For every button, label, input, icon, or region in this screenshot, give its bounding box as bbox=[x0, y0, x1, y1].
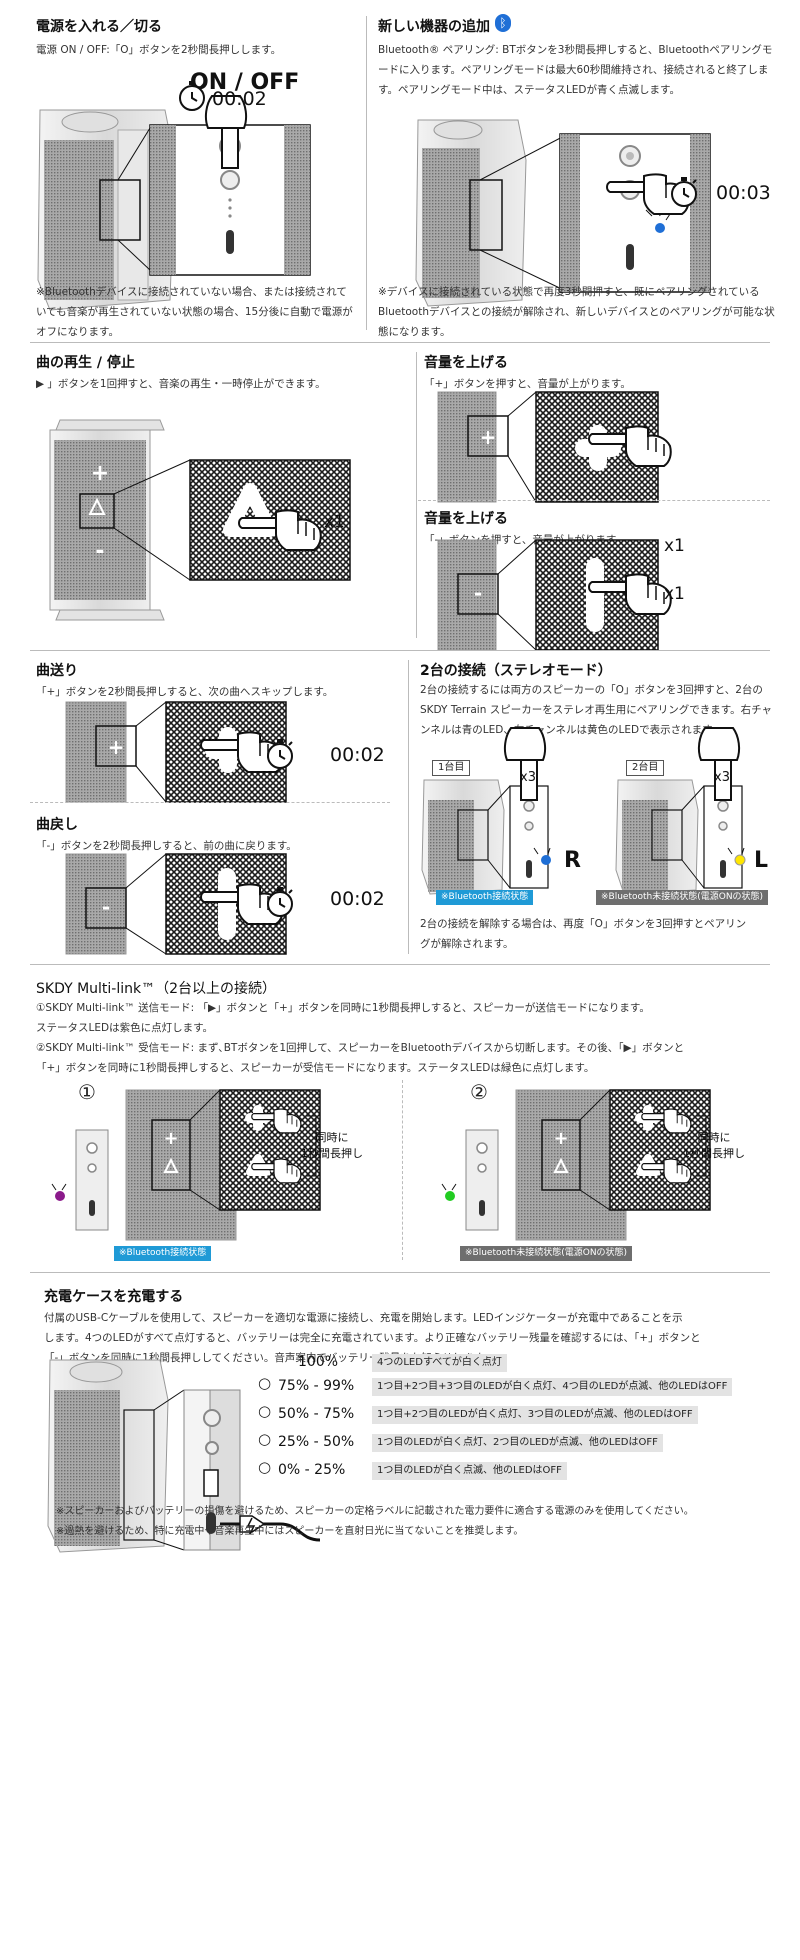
led-icon: ○ bbox=[258, 1374, 272, 1392]
power-note: ※Bluetoothデバイスに接続されていない場合、または接続されていても音楽が… bbox=[36, 286, 353, 338]
power-title: 電源を入れる／切る bbox=[36, 19, 162, 35]
next-title: 曲送り bbox=[36, 663, 78, 679]
multilink-illustration-1: + bbox=[51, 1089, 321, 1241]
battery-desc: 4つのLEDすべてが白く点灯 bbox=[372, 1354, 507, 1372]
battery-pct: 75% - 99% bbox=[278, 1378, 355, 1394]
svg-text:+: + bbox=[108, 735, 125, 759]
voldown-illustration: - bbox=[437, 539, 672, 651]
battery-desc: 1つ目+2つ目+3つ目のLEDが白く点灯、4つ目のLEDが点滅、他のLEDはOF… bbox=[372, 1378, 733, 1396]
pair-timer: 00:03 bbox=[716, 182, 771, 204]
pair-note: ※デバイスに接続されている状態で再度3秒間押すと、既にペアリングされているBlu… bbox=[378, 286, 775, 338]
play-count: x1 bbox=[324, 512, 345, 532]
multilink-press-a-1: 同時に bbox=[315, 1131, 349, 1144]
svg-text:+: + bbox=[480, 425, 497, 449]
power-onoff-label: ON / OFF bbox=[190, 70, 300, 95]
charge-desc-1: 付属のUSB-Cケーブルを使用して、スピーカーを適切な電源に接続し、充電を開始し… bbox=[44, 1312, 683, 1324]
prev-desc: 「-」ボタンを2秒間長押しすると、前の曲に戻ります。 bbox=[36, 840, 297, 852]
pair-illustration bbox=[415, 119, 711, 307]
charge-note-1: ※スピーカーおよびバッテリーの損傷を避けるため、スピーカーの定格ラベルに記載され… bbox=[56, 1506, 694, 1517]
battery-pct: 25% - 50% bbox=[278, 1434, 355, 1450]
prev-illustration: - bbox=[65, 853, 293, 955]
charge-desc-2: します。4つのLEDがすべて点灯すると、バッテリーは完全に充電されています。より… bbox=[44, 1332, 701, 1344]
prev-title: 曲戻し bbox=[36, 817, 78, 833]
svg-text:+: + bbox=[91, 461, 109, 486]
voldown-count: x1 bbox=[664, 584, 685, 604]
play-title: 曲の再生 / 停止 bbox=[36, 355, 135, 371]
next-desc: 「+」ボタンを2秒間長押しすると、次の曲へスキップします。 bbox=[36, 686, 334, 698]
battery-desc: 1つ目のLEDが白く点滅、他のLEDはOFF bbox=[372, 1462, 567, 1480]
volup-illustration: + bbox=[437, 391, 672, 503]
multilink-line2: ステータスLEDは紫色に点灯します。 bbox=[36, 1022, 214, 1034]
multilink-press-b-2: 1秒間長押し bbox=[683, 1147, 745, 1160]
volup-desc: 「+」ボタンを押すと、音量が上がります。 bbox=[424, 378, 631, 390]
stereo-x3-2: x3 bbox=[714, 770, 730, 785]
battery-pct: 100% bbox=[298, 1354, 339, 1370]
stereo-illustration-2 bbox=[615, 727, 746, 895]
play-illustration: + - bbox=[49, 419, 351, 621]
prev-timer: 00:02 bbox=[330, 888, 385, 910]
battery-desc: 1つ目のLEDが白く点灯、2つ目のLEDが点滅、他のLEDはOFF bbox=[372, 1434, 663, 1452]
led-icon: ○ bbox=[258, 1430, 272, 1448]
multilink-line3: ②SKDY Multi-link™ 受信モード: まず､BTボタンを1回押して、… bbox=[36, 1042, 685, 1054]
pair-desc: Bluetooth® ペアリング: BTボタンを3秒間長押しすると、Blueto… bbox=[378, 44, 773, 96]
stereo-title: 2台の接続（ステレオモード） bbox=[420, 663, 612, 679]
multilink-press-a-2: 同時に bbox=[697, 1131, 731, 1144]
stereo-note: 2台の接続を解除する場合は、再度「O」ボタンを3回押すとペアリングが解除されます… bbox=[420, 918, 747, 950]
multilink-tag-disconnected: ※Bluetooth未接続状態(電源ONの状態) bbox=[460, 1246, 633, 1261]
bluetooth-icon: ᛒ bbox=[495, 14, 511, 32]
multilink-line4: 「+」ボタンを同時に1秒間長押しすると、スピーカーが受信モードになります。ステー… bbox=[36, 1062, 595, 1074]
stereo-r: R bbox=[564, 848, 581, 873]
power-desc: 電源 ON / OFF:「O」ボタンを2秒間長押しします。 bbox=[36, 44, 282, 56]
power-illustration bbox=[37, 80, 311, 311]
stereo-l: L bbox=[754, 848, 769, 873]
charge-title: 充電ケースを充電する bbox=[44, 1289, 184, 1305]
multilink-line1: ①SKDY Multi-link™ 送信モード: 「▶」ボタンと「+」ボタンを同… bbox=[36, 1002, 650, 1014]
power-timer: 00:02 bbox=[212, 88, 267, 110]
stereo-desc: 2台の接続するには両方のスピーカーの「O」ボタンを3回押すと、2台のSKDY T… bbox=[420, 684, 773, 736]
stereo-tag-disconnected: ※Bluetooth未接続状態(電源ONの状態) bbox=[596, 890, 769, 905]
multilink-illustration-2: + bbox=[441, 1089, 711, 1241]
svg-text:-: - bbox=[102, 895, 110, 919]
charge-note-2: ※過熱を避けるため、特に充電中や音楽再生中にはスピーカーを直射日光に当てないこと… bbox=[56, 1526, 524, 1537]
led-icon: ○ bbox=[258, 1458, 272, 1476]
multilink-num1: ① bbox=[78, 1080, 96, 1104]
multilink-press-b-1: 1秒間長押し bbox=[301, 1147, 363, 1160]
volup-count: x1 bbox=[664, 536, 685, 556]
svg-text:+: + bbox=[163, 1128, 178, 1149]
stereo-unit2: 2台目 bbox=[626, 760, 665, 776]
voldown-title: 音量を上げる bbox=[424, 511, 508, 527]
multilink-tag-connected: ※Bluetooth接続状態 bbox=[114, 1246, 212, 1261]
multilink-num2: ② bbox=[470, 1080, 488, 1104]
battery-desc: 1つ目+2つ目のLEDが白く点灯、3つ目のLEDが点滅、他のLEDはOFF bbox=[372, 1406, 698, 1424]
stereo-tag-connected: ※Bluetooth接続状態 bbox=[436, 890, 534, 905]
charge-illustration bbox=[47, 1359, 321, 1553]
play-desc: ▶ 」ボタンを1回押すと、音楽の再生・一時停止ができます。 bbox=[36, 378, 326, 390]
stereo-illustration-1 bbox=[421, 727, 551, 895]
next-timer: 00:02 bbox=[330, 744, 385, 766]
battery-pct: 50% - 75% bbox=[278, 1406, 355, 1422]
stereo-unit1: 1台目 bbox=[432, 760, 471, 776]
multilink-title: SKDY Multi-link™（2台以上の接続） bbox=[36, 981, 277, 997]
led-icon: ○ bbox=[258, 1402, 272, 1420]
svg-text:-: - bbox=[474, 581, 482, 605]
pair-title: 新しい機器の追加 bbox=[378, 19, 490, 35]
stereo-x3-1: x3 bbox=[520, 770, 536, 785]
svg-text:+: + bbox=[553, 1128, 568, 1149]
volup-title: 音量を上げる bbox=[424, 355, 508, 371]
svg-text:-: - bbox=[95, 539, 104, 564]
battery-pct: 0% - 25% bbox=[278, 1462, 346, 1478]
